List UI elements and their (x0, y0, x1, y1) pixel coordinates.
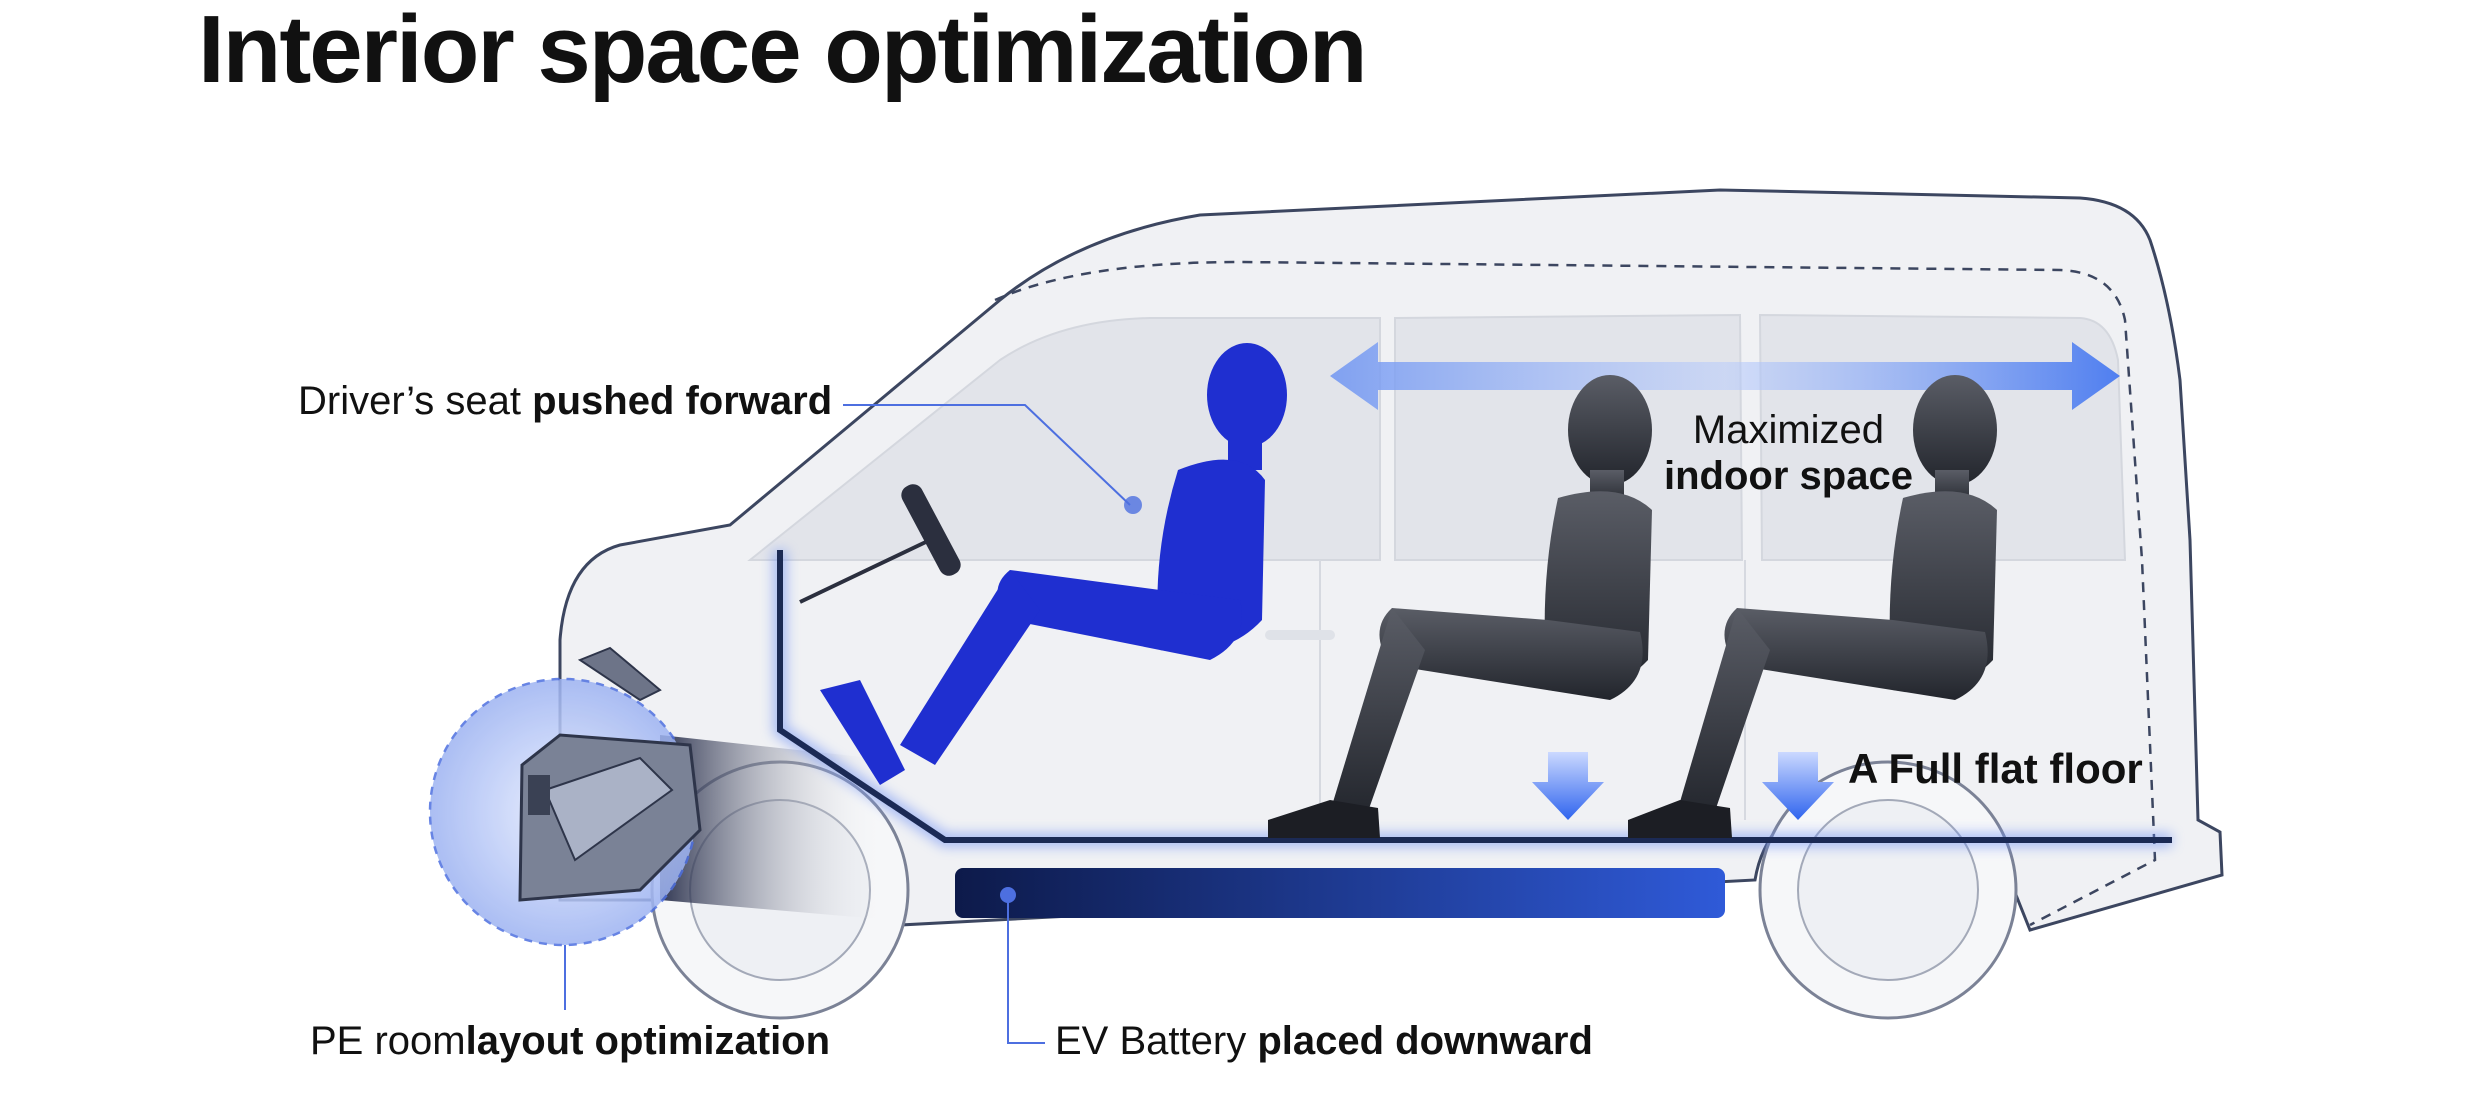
driver-marker (1124, 496, 1142, 514)
space-double-arrow-icon (1330, 342, 2120, 410)
driver-figure (820, 343, 1287, 785)
battery-marker (1000, 887, 1016, 903)
ev-battery-label: EV Battery placed downward (1055, 1019, 1593, 1063)
driver-leader-line (843, 404, 1131, 506)
floor-down-arrow-icon (1532, 752, 1604, 820)
flat-floor-label: A Full flat floor (1848, 745, 2143, 792)
driver-seat-label: Driver’s seat pushed forward (298, 379, 833, 423)
steering-wheel (799, 484, 961, 604)
passenger-figure-2 (1628, 375, 1997, 838)
headlight-beam (660, 735, 890, 920)
pe-room-label: PE roomlayout optimization (310, 1019, 831, 1063)
page-title: Interior space optimization (198, 0, 1368, 103)
flat-floor-line (777, 550, 2172, 843)
pe-room (428, 646, 702, 947)
floor-down-arrow-icon (1762, 752, 1834, 820)
ev-battery (955, 868, 1725, 918)
passenger-figure-1 (1268, 375, 1652, 838)
battery-leader-line (1007, 895, 1045, 1044)
